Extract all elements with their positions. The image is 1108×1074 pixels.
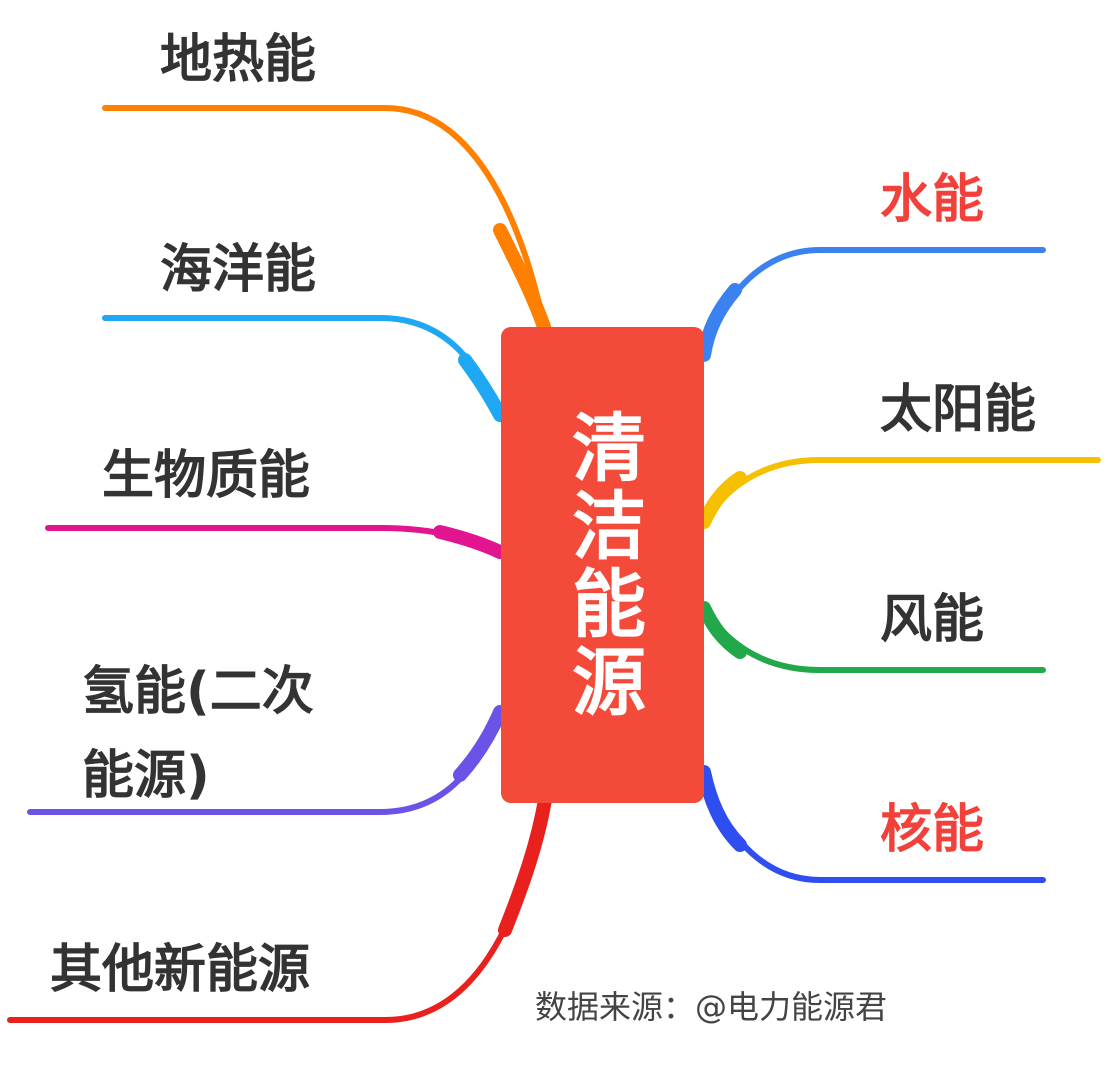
center-node: 清洁能源	[501, 327, 704, 803]
branch-line-nuclear-thick	[697, 765, 747, 852]
data-source-note: 数据来源：@电力能源君	[535, 988, 888, 1026]
branch-label-biomass: 生物质能	[102, 446, 311, 506]
branch-label-nuclear: 核能	[880, 800, 985, 860]
branch-label-hydrogen: 氢能(二次能源)	[82, 662, 314, 806]
branch-line-other-thick	[498, 793, 552, 937]
branch-line-ocean-thick	[458, 353, 507, 422]
branch-line-biomass-thick	[433, 525, 507, 559]
branch-line-biomass	[45, 525, 503, 555]
branch-line-wind	[701, 605, 1046, 673]
branch-label-geothermal: 地热能	[160, 30, 317, 90]
branch-label-solar: 太阳能	[880, 380, 1037, 440]
branch-label-ocean: 海洋能	[160, 240, 317, 300]
branch-line-hydro-thick	[697, 283, 742, 362]
center-title: 清洁能源	[559, 409, 646, 721]
branch-label-other: 其他新能源	[50, 940, 311, 1000]
branch-line-hydrogen-thick	[453, 705, 507, 782]
branch-line-nuclear	[701, 769, 1046, 883]
branch-line-hydro	[701, 247, 1046, 358]
branch-line-solar-thick	[697, 471, 747, 529]
branch-line-ocean	[102, 315, 503, 418]
branch-line-solar	[701, 457, 1101, 525]
branch-line-geothermal	[102, 105, 548, 333]
branch-line-geothermal-thick	[493, 223, 552, 337]
branch-line-wind-thick	[697, 601, 747, 659]
branch-label-wind: 风能	[880, 590, 985, 650]
branch-label-hydro: 水能	[880, 170, 985, 230]
